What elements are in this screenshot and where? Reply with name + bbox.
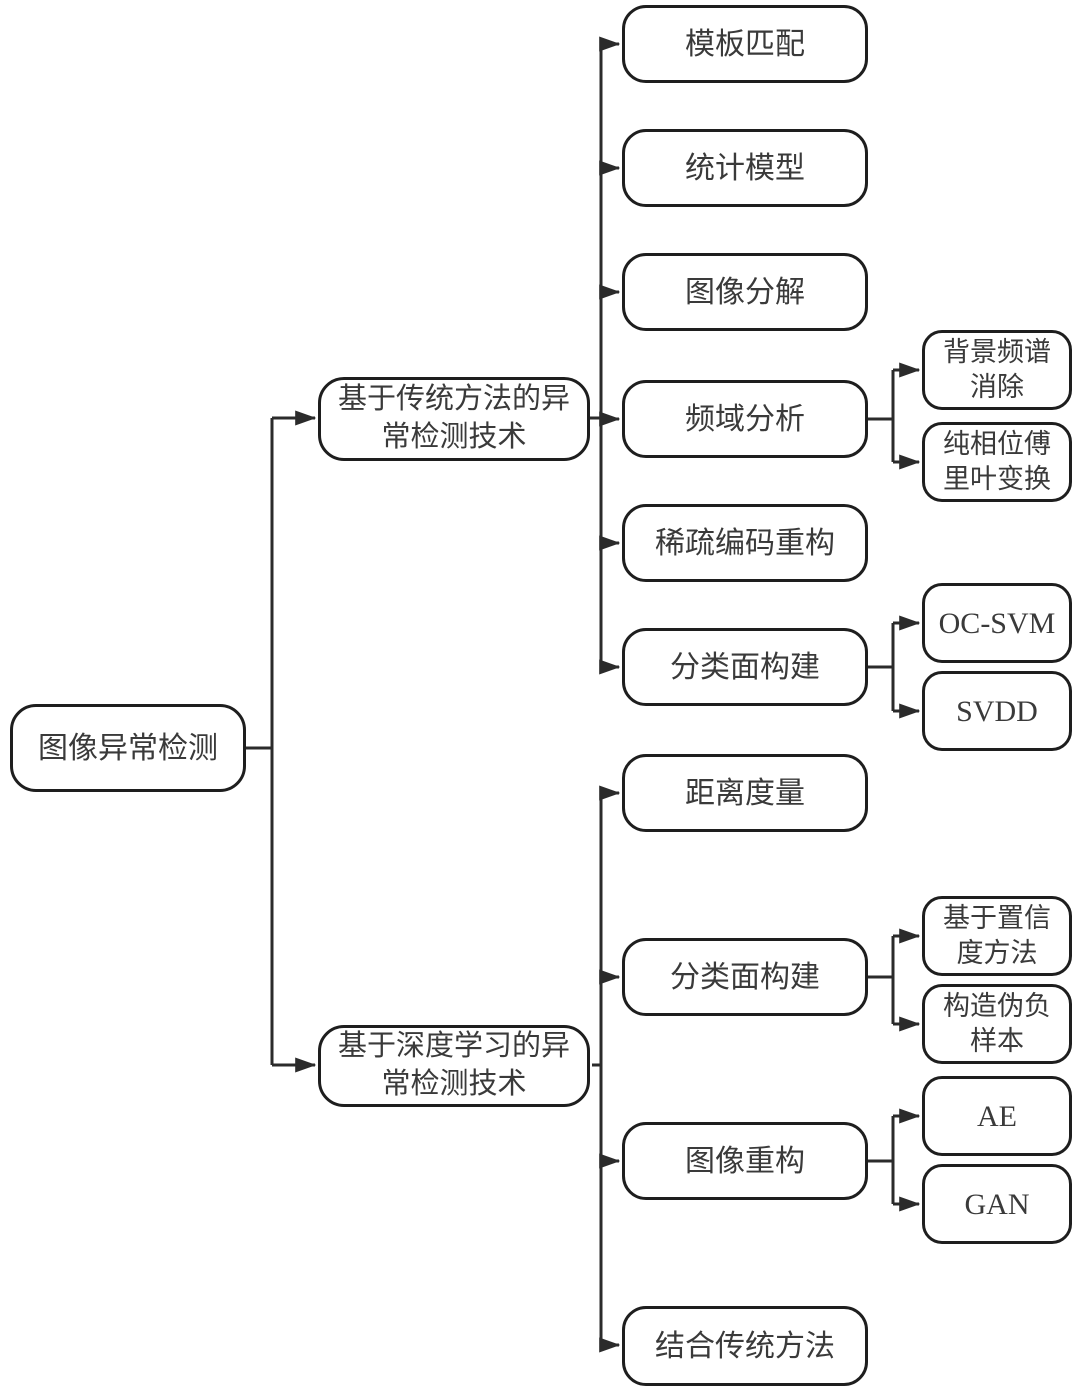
node-frequency-domain-analysis: 频域分析 [622,380,868,458]
node-phase-only-fourier-transform: 纯相位傅里叶变换 [922,422,1072,502]
node-autoencoder: AE [922,1076,1072,1156]
node-classification-surface-deep: 分类面构建 [622,938,868,1016]
node-gan: GAN [922,1164,1072,1244]
node-deep-learning: 基于深度学习的异常检测技术 [318,1025,590,1107]
node-traditional-methods: 基于传统方法的异常检测技术 [318,377,590,461]
node-classification-surface-traditional: 分类面构建 [622,628,868,706]
node-background-spectrum-removal: 背景频谱消除 [922,330,1072,410]
node-oc-svm: OC-SVM [922,583,1072,663]
node-confidence-based-method: 基于置信度方法 [922,896,1072,976]
node-statistical-model: 统计模型 [622,129,868,207]
node-sparse-coding-reconstruction: 稀疏编码重构 [622,504,868,582]
node-svdd: SVDD [922,671,1072,751]
node-combine-traditional-methods: 结合传统方法 [622,1306,868,1386]
node-pseudo-negative-samples: 构造伪负样本 [922,984,1072,1064]
node-template-matching: 模板匹配 [622,5,868,83]
node-image-anomaly-detection: 图像异常检测 [10,704,246,792]
node-distance-metric: 距离度量 [622,754,868,832]
node-image-decomposition: 图像分解 [622,253,868,331]
node-image-reconstruction: 图像重构 [622,1122,868,1200]
